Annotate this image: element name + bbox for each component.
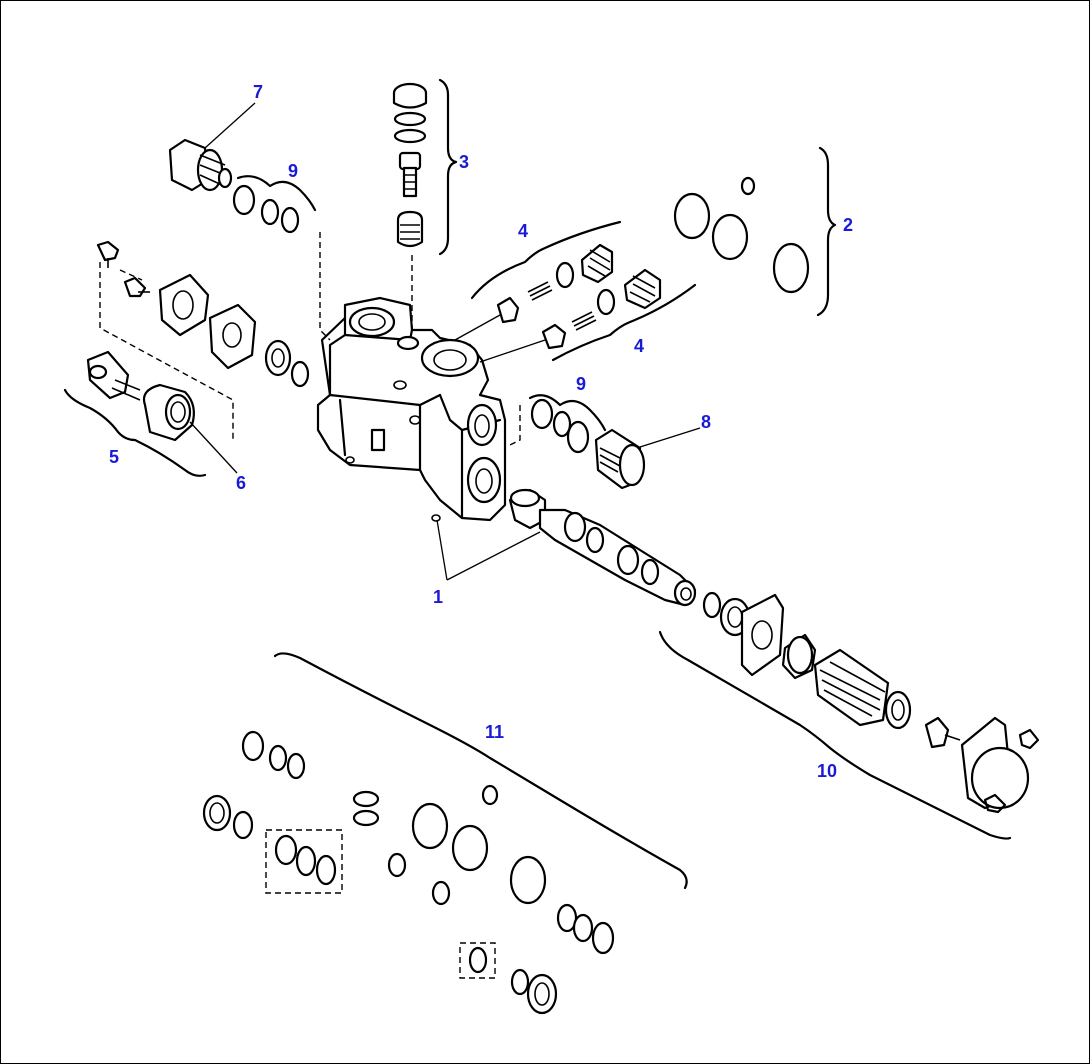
relief-valve-stack [392,82,428,248]
callout-11: 11 [485,722,504,742]
callout-2: 2 [843,215,853,235]
o-rings-9-upper [232,175,317,234]
o-rings-2 [673,146,837,317]
callout-9-upper: 9 [288,161,298,181]
check-valve-4-lower [541,268,697,362]
callout-3: 3 [459,152,469,172]
callout-1: 1 [433,587,443,607]
spool [508,488,697,607]
callout-labels: 1 2 3 4 4 5 6 7 8 9 9 10 11 [109,82,853,781]
cover-assembly-5 [63,240,310,477]
callout-9-lower: 9 [576,374,586,394]
callout-10: 10 [817,761,837,781]
relief-valve-8 [594,428,646,490]
callout-8: 8 [701,412,711,432]
o-rings-9-lower [528,394,607,454]
leader-lines [189,102,701,581]
check-valve-4-upper [470,220,622,324]
valve-body [316,296,507,522]
dashed-guides [99,232,546,446]
relief-valve-7 [168,138,233,192]
callout-7: 7 [253,82,263,102]
cover-assembly-10 [658,591,1040,840]
callout-6: 6 [236,473,246,493]
brace-3 [438,78,458,256]
callout-4-upper: 4 [518,221,528,241]
callout-4-lower: 4 [634,336,644,356]
callout-5: 5 [109,447,119,467]
seal-kit-11 [202,652,688,1015]
